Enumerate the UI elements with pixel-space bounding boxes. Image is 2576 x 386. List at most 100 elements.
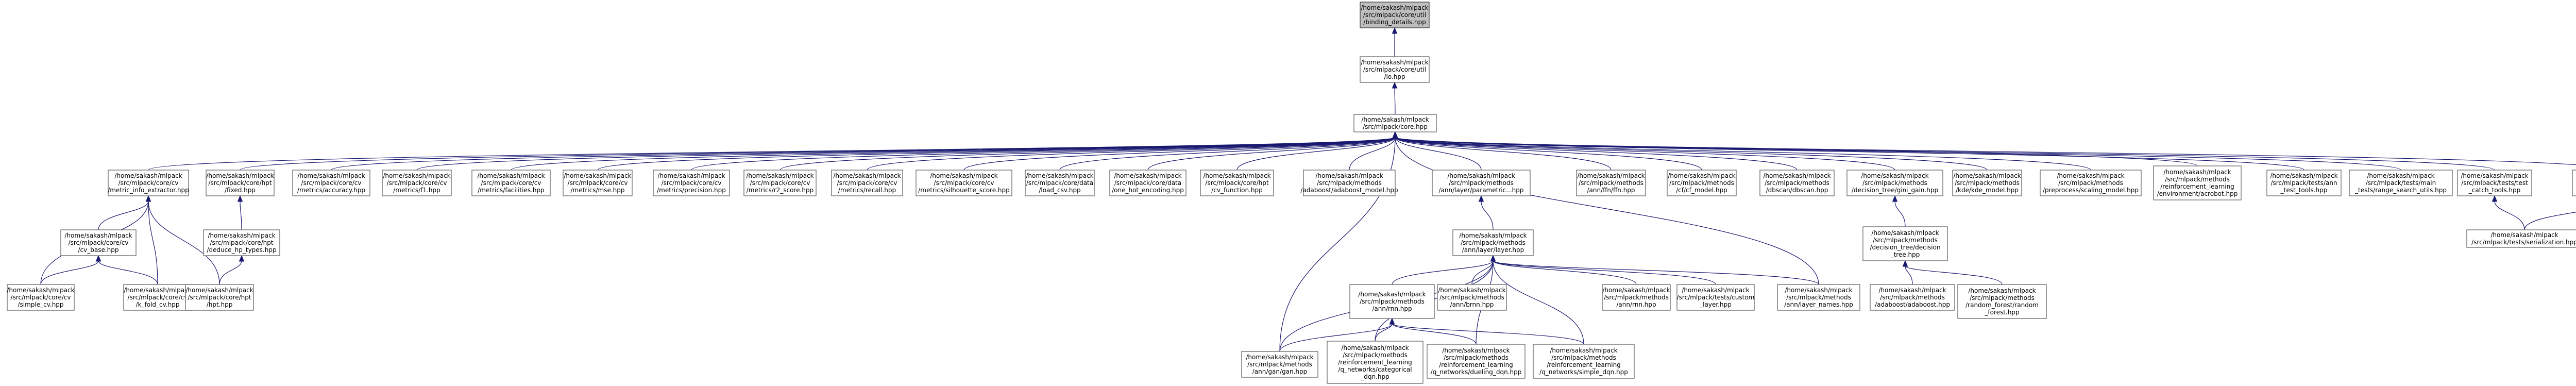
node-box[interactable] <box>1957 284 2047 319</box>
node-rnn[interactable]: /home/sakash/mlpack/src/mlpack/methods/a… <box>1349 284 1435 319</box>
node-box[interactable] <box>7 284 75 311</box>
node-load-csv[interactable]: /home/sakash/mlpack/src/mlpack/core/data… <box>1025 170 1095 196</box>
node-box[interactable] <box>1432 170 1531 196</box>
node-box[interactable] <box>1360 2 1430 28</box>
node-label-line: /ann/brnn.hpp <box>1450 301 1494 308</box>
node-box[interactable] <box>2266 170 2342 196</box>
node-kfold-cv[interactable]: /home/sakash/mlpack/src/mlpack/core/cv/k… <box>123 284 192 311</box>
node-ann-layer-param[interactable]: /home/sakash/mlpack/src/mlpack/methods/a… <box>1432 170 1531 196</box>
node-ann-layer[interactable]: /home/sakash/mlpack/src/mlpack/methods/a… <box>1452 229 1534 256</box>
node-box[interactable] <box>2349 170 2453 196</box>
node-box[interactable] <box>1602 284 1671 311</box>
node-accuracy[interactable]: /home/sakash/mlpack/src/mlpack/core/cv/m… <box>292 170 370 196</box>
node-box[interactable] <box>2040 170 2142 196</box>
node-box[interactable] <box>1533 344 1635 379</box>
node-mse[interactable]: /home/sakash/mlpack/src/mlpack/core/cv/m… <box>563 170 633 196</box>
node-box[interactable] <box>1437 284 1507 311</box>
node-box[interactable] <box>1952 170 2022 196</box>
node-rl-categorical[interactable]: /home/sakash/mlpack/src/mlpack/methods/r… <box>1327 341 1423 384</box>
node-box[interactable] <box>1759 170 1835 196</box>
node-box[interactable] <box>1303 170 1396 196</box>
node-serialization[interactable]: /home/sakash/mlpack/src/mlpack/tests/ser… <box>2466 229 2576 248</box>
node-box[interactable] <box>2457 170 2532 196</box>
node-f1[interactable]: /home/sakash/mlpack/src/mlpack/core/cv/m… <box>382 170 452 196</box>
node-kde-model[interactable]: /home/sakash/mlpack/src/mlpack/methods/k… <box>1952 170 2022 196</box>
node-cf-model[interactable]: /home/sakash/mlpack/src/mlpack/methods/c… <box>1667 170 1737 196</box>
node-dbscan[interactable]: /home/sakash/mlpack/src/mlpack/methods/d… <box>1759 170 1835 196</box>
node-box[interactable] <box>1676 284 1755 311</box>
node-cv-base[interactable]: /home/sakash/mlpack/src/mlpack/core/cv/c… <box>60 229 137 256</box>
node-box[interactable] <box>60 229 137 256</box>
node-test-catch[interactable]: /home/sakash/mlpack/src/mlpack/tests/tes… <box>2457 170 2532 196</box>
node-layer-names[interactable]: /home/sakash/mlpack/src/mlpack/methods/a… <box>1777 284 1860 311</box>
node-box[interactable] <box>743 170 817 196</box>
node-box[interactable] <box>1327 341 1423 384</box>
node-label-line: /home/sakash/mlpack <box>1442 347 1510 354</box>
node-box[interactable] <box>1360 56 1430 83</box>
node-ann-ffn[interactable]: /home/sakash/mlpack/src/mlpack/methods/a… <box>1576 170 1646 196</box>
node-r2-score[interactable]: /home/sakash/mlpack/src/mlpack/core/cv/m… <box>743 170 817 196</box>
node-random-forest[interactable]: /home/sakash/mlpack/src/mlpack/methods/r… <box>1957 284 2047 319</box>
node-box[interactable] <box>1241 351 1318 378</box>
node-deduce-hp[interactable]: /home/sakash/mlpack/src/mlpack/core/hpt/… <box>203 229 280 256</box>
node-gan[interactable]: /home/sakash/mlpack/src/mlpack/methods/a… <box>1241 351 1318 378</box>
node-box[interactable] <box>1667 170 1737 196</box>
node-one-hot[interactable]: /home/sakash/mlpack/src/mlpack/core/data… <box>1109 170 1187 196</box>
node-box[interactable] <box>292 170 370 196</box>
node-box[interactable] <box>1862 226 1948 261</box>
node-rl-dueling[interactable]: /home/sakash/mlpack/src/mlpack/methods/r… <box>1427 344 1526 379</box>
node-box[interactable] <box>831 170 903 196</box>
node-box[interactable] <box>1846 170 1943 196</box>
node-box[interactable] <box>1353 114 1437 132</box>
node-decision-tree[interactable]: /home/sakash/mlpack/src/mlpack/methods/d… <box>1862 226 1948 261</box>
node-make-nfo[interactable]: /home/sakash/mlpack/src/mlpack/core/cv/m… <box>108 170 189 196</box>
node-box[interactable] <box>1109 170 1187 196</box>
node-box[interactable] <box>2466 229 2576 248</box>
node-ann-rnn[interactable]: /home/sakash/mlpack/src/mlpack/methods/a… <box>1602 284 1671 311</box>
node-hpt[interactable]: /home/sakash/mlpack/src/mlpack/core/hpt/… <box>185 284 254 311</box>
node-precision[interactable]: /home/sakash/mlpack/src/mlpack/core/cv/m… <box>653 170 730 196</box>
node-io[interactable]: /home/sakash/mlpack/src/mlpack/core/util… <box>1360 56 1430 83</box>
node-rl-env[interactable]: /home/sakash/mlpack/src/mlpack/methods/r… <box>2153 165 2242 200</box>
node-binding[interactable]: /home/sakash/mlpack/src/mlpack/core/util… <box>1360 2 1430 28</box>
node-recall[interactable]: /home/sakash/mlpack/src/mlpack/core/cv/m… <box>831 170 903 196</box>
node-label-line: /src/mlpack/core/hpt <box>188 294 251 301</box>
node-silhouette[interactable]: /home/sakash/mlpack/src/mlpack/core/cv/m… <box>916 170 1012 196</box>
node-rl-simple[interactable]: /home/sakash/mlpack/src/mlpack/methods/r… <box>1533 344 1635 379</box>
node-box[interactable] <box>206 170 275 196</box>
node-box[interactable] <box>108 170 189 196</box>
node-box[interactable] <box>203 229 280 256</box>
node-box[interactable] <box>185 284 254 311</box>
node-box[interactable] <box>1025 170 1095 196</box>
node-adaboost-model[interactable]: /home/sakash/mlpack/src/mlpack/methods/a… <box>1300 170 1398 196</box>
node-adaboost[interactable]: /home/sakash/mlpack/src/mlpack/methods/a… <box>1870 284 1955 311</box>
node-box[interactable] <box>563 170 633 196</box>
node-dt-gini-gain[interactable]: /home/sakash/mlpack/src/mlpack/methods/d… <box>1846 170 1943 196</box>
node-box[interactable] <box>1200 170 1274 196</box>
node-box[interactable] <box>2153 165 2242 200</box>
node-box[interactable] <box>1452 229 1534 256</box>
node-test-function[interactable]: /home/sakash/mlpack/src/mlpack/tests/tes… <box>2572 170 2576 196</box>
node-test-tools[interactable]: /home/sakash/mlpack/src/mlpack/tests/ann… <box>2266 170 2342 196</box>
node-box[interactable] <box>1349 284 1435 319</box>
node-box[interactable] <box>123 284 192 311</box>
node-cv-function[interactable]: /home/sakash/mlpack/src/mlpack/core/hpt/… <box>1200 170 1274 196</box>
node-box[interactable] <box>1777 284 1860 311</box>
node-box[interactable] <box>1870 284 1955 311</box>
node-brnn[interactable]: /home/sakash/mlpack/src/mlpack/methods/a… <box>1437 284 1507 311</box>
edge-random_forest-to-decision_tree <box>1905 265 2003 285</box>
node-core[interactable]: /home/sakash/mlpack/src/mlpack/core.hpp <box>1353 114 1437 132</box>
node-simple-cv[interactable]: /home/sakash/mlpack/src/mlpack/core/cv/s… <box>7 284 75 311</box>
node-tests-main[interactable]: /home/sakash/mlpack/src/mlpack/tests/mai… <box>2349 170 2453 196</box>
node-box[interactable] <box>1427 344 1526 379</box>
node-prep-scaling[interactable]: /home/sakash/mlpack/src/mlpack/methods/p… <box>2040 170 2142 196</box>
node-box[interactable] <box>2572 170 2576 196</box>
node-box[interactable] <box>382 170 452 196</box>
node-box[interactable] <box>916 170 1012 196</box>
node-box[interactable] <box>471 170 551 196</box>
node-facilities[interactable]: /home/sakash/mlpack/src/mlpack/core/cv/m… <box>471 170 551 196</box>
node-fixed[interactable]: /home/sakash/mlpack/src/mlpack/core/hpt/… <box>206 170 275 196</box>
node-box[interactable] <box>1576 170 1646 196</box>
node-custom-layer[interactable]: /home/sakash/mlpack/src/mlpack/tests/cus… <box>1676 284 1755 311</box>
node-box[interactable] <box>653 170 730 196</box>
